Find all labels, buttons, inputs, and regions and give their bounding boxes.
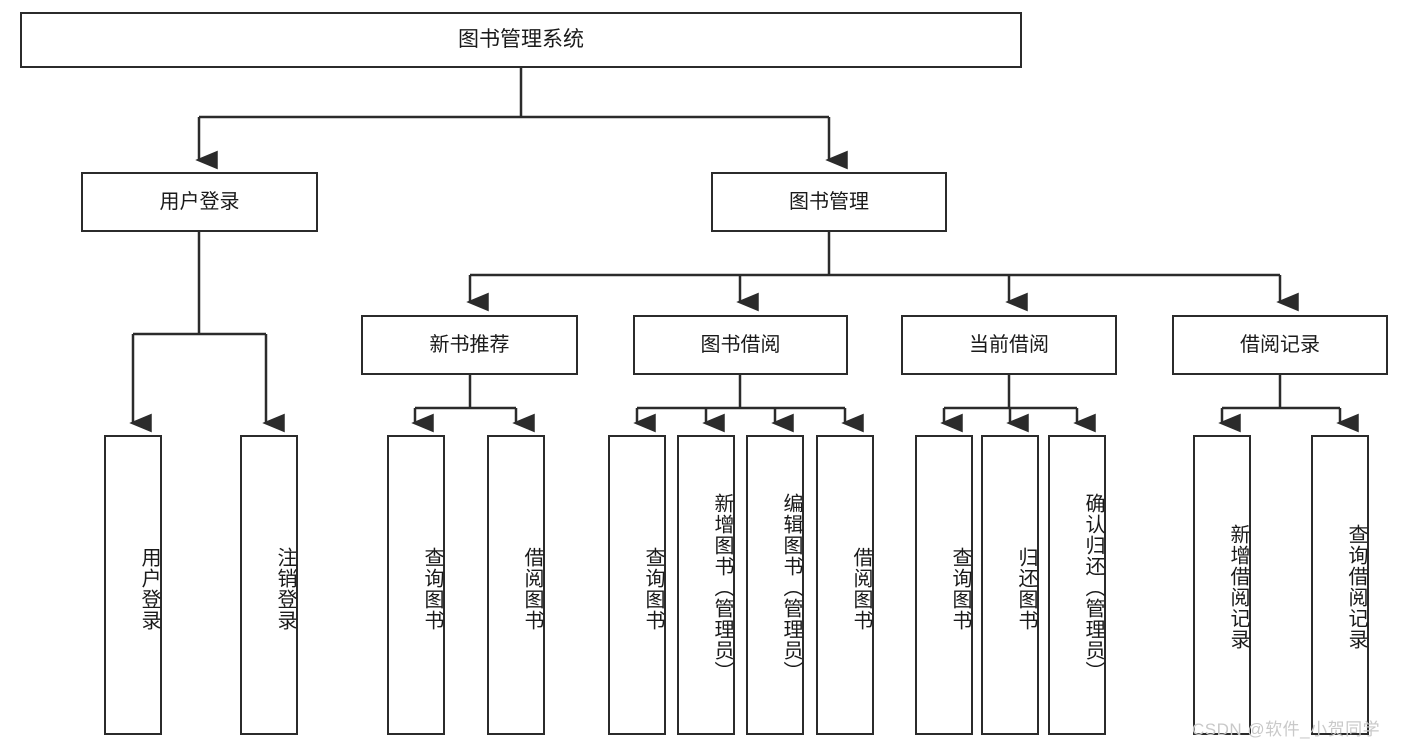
leaf-user-login-login[interactable]: 用户登录	[104, 435, 162, 735]
node-borrow-record[interactable]: 借阅记录	[1172, 315, 1388, 375]
leaf-current-borrow-query-book[interactable]: 查询图书	[915, 435, 973, 735]
leaf-new-book-query-book[interactable]: 查询图书	[387, 435, 445, 735]
node-current-borrow[interactable]: 当前借阅	[901, 315, 1117, 375]
leaf-book-borrow-borrow-book[interactable]: 借阅图书	[816, 435, 874, 735]
leaf-current-borrow-return-book[interactable]: 归还图书	[981, 435, 1039, 735]
leaf-borrow-record-query-record[interactable]: 查询借阅记录	[1311, 435, 1369, 735]
node-root-system[interactable]: 图书管理系统	[20, 12, 1022, 68]
leaf-book-borrow-edit-book-admin[interactable]: 编辑图书（管理员）	[746, 435, 804, 735]
node-book-management[interactable]: 图书管理	[711, 172, 947, 232]
node-new-book-recommend[interactable]: 新书推荐	[361, 315, 578, 375]
leaf-borrow-record-add-record[interactable]: 新增借阅记录	[1193, 435, 1251, 735]
leaf-book-borrow-add-book-admin[interactable]: 新增图书（管理员）	[677, 435, 735, 735]
leaf-new-book-borrow-book[interactable]: 借阅图书	[487, 435, 545, 735]
node-book-borrow[interactable]: 图书借阅	[633, 315, 848, 375]
leaf-current-borrow-confirm-return-admin[interactable]: 确认归还（管理员）	[1048, 435, 1106, 735]
leaf-user-login-logout[interactable]: 注销登录	[240, 435, 298, 735]
node-user-login[interactable]: 用户登录	[81, 172, 318, 232]
csdn-watermark: CSDN @软件_小贺同学	[1192, 720, 1381, 739]
leaf-book-borrow-query-book[interactable]: 查询图书	[608, 435, 666, 735]
